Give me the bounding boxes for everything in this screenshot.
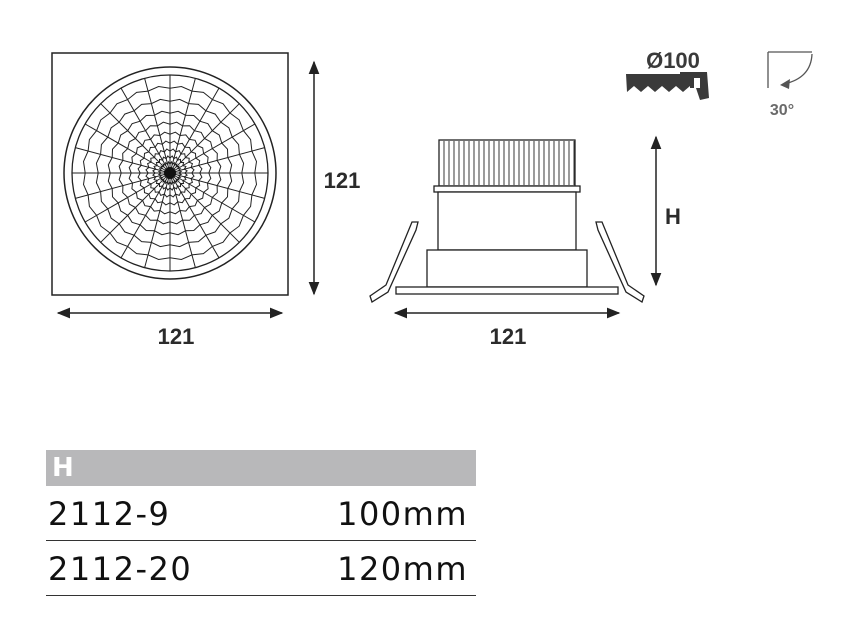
- lens-ring: [82, 85, 258, 261]
- table-row: 2112-9 100mm: [46, 486, 476, 541]
- front-bezel: [395, 286, 619, 295]
- lens-ring: [128, 131, 212, 215]
- front-width-label: 121: [158, 324, 195, 349]
- right-spring-clip: [595, 221, 645, 303]
- lens-spoke: [172, 103, 240, 171]
- front-view: [51, 52, 289, 296]
- lens-spoke: [170, 176, 196, 268]
- lens-ring: [157, 160, 183, 186]
- lens-spoke: [173, 173, 265, 199]
- lens-spoke: [100, 175, 168, 243]
- lens-spoke: [100, 103, 168, 171]
- height-value: 100mm: [337, 495, 468, 533]
- lens-spoke: [172, 175, 240, 243]
- front-view-outer-ring: [63, 66, 277, 280]
- lens-ring: [152, 155, 188, 191]
- side-height-label: H: [665, 204, 681, 229]
- lens-spoke: [120, 87, 169, 170]
- lens-spoke: [144, 176, 170, 268]
- lens-ring: [107, 110, 233, 236]
- front-height-label: 121: [324, 168, 361, 193]
- left-spring-clip: [369, 221, 419, 303]
- heatsink: [438, 139, 576, 187]
- lens-grid: [72, 75, 268, 271]
- height-value: 120mm: [337, 550, 468, 588]
- lens-spoke: [173, 174, 256, 223]
- lens-spoke: [171, 87, 220, 170]
- side-view: [369, 139, 645, 303]
- lens-spoke: [84, 174, 167, 223]
- cutout-diameter-label: Ø100: [646, 48, 700, 73]
- lens-spoke: [173, 123, 256, 172]
- height-table: H 2112-9 100mm 2112-20 120mm: [46, 450, 476, 596]
- side-width-label: 121: [490, 324, 527, 349]
- housing-body: [437, 191, 577, 251]
- lens-spoke: [170, 78, 196, 170]
- table-row: 2112-20 120mm: [46, 541, 476, 596]
- lens-spoke: [144, 78, 170, 170]
- lens-spoke: [84, 123, 167, 172]
- table-header: H: [46, 450, 476, 486]
- model-code: 2112-20: [48, 550, 193, 588]
- gimbal-ring: [426, 249, 588, 288]
- saw-icon: [626, 72, 709, 100]
- lens-spoke: [120, 176, 169, 259]
- lens-spoke: [75, 147, 167, 173]
- lens-ring: [95, 98, 245, 248]
- lens-center: [164, 167, 176, 179]
- lens-ring: [137, 140, 203, 206]
- model-code: 2112-9: [48, 495, 171, 533]
- heatsink-collar: [433, 185, 581, 193]
- lens-spoke: [75, 173, 167, 199]
- tilt-angle-label: 30°: [770, 102, 794, 119]
- heatsink-fins: [443, 141, 575, 185]
- tilt-angle-icon: [767, 51, 813, 89]
- lens-spoke: [171, 176, 220, 259]
- lens-ring: [145, 148, 195, 198]
- lens-ring: [118, 121, 222, 225]
- lens-spoke: [173, 147, 265, 173]
